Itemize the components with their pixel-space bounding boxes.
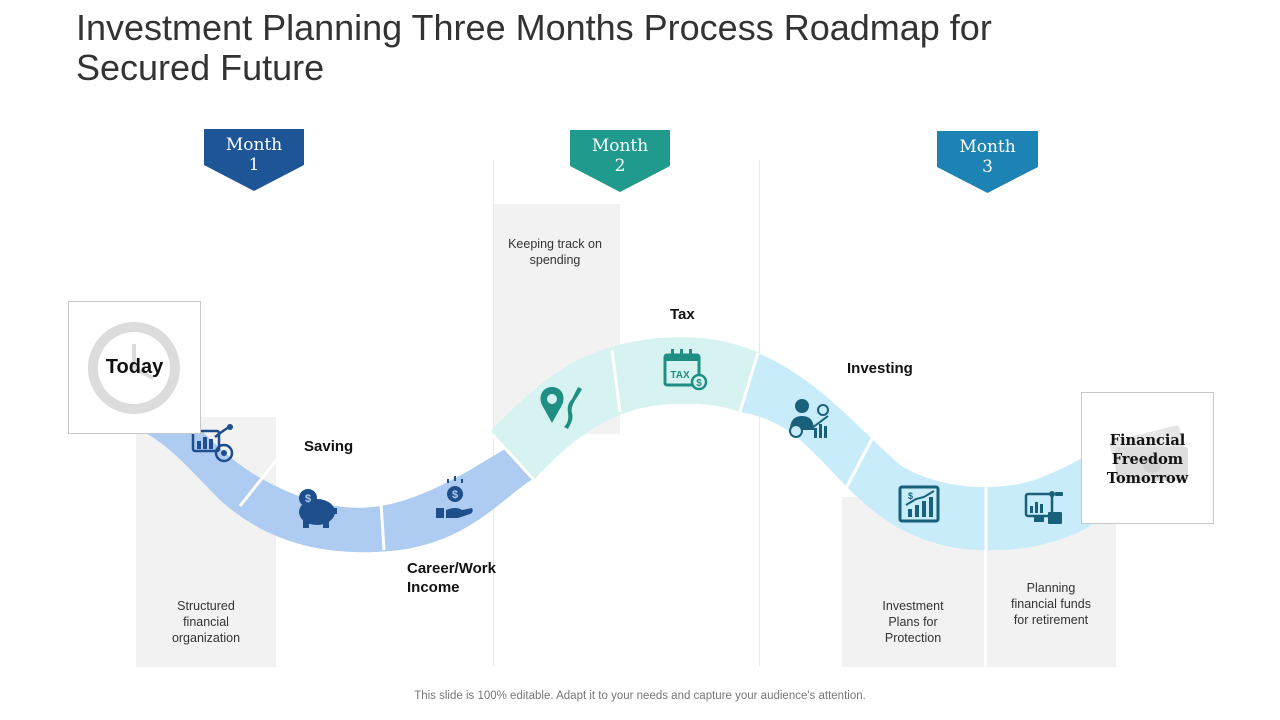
investor-icon (789, 399, 829, 438)
step-label-career-income: Career/Work Income (407, 560, 496, 596)
note-planning-funds: Planning financial funds for retirement (1011, 581, 1091, 627)
wave-segment-month-1 (140, 380, 534, 553)
money-stack-icon (1109, 425, 1188, 481)
month-label: Month (591, 136, 649, 156)
wave-separator (840, 436, 875, 497)
wave-segment-month-3 (740, 353, 1100, 551)
wave-separator (610, 349, 622, 413)
svg-text:TAX: TAX (670, 370, 690, 381)
growth-chart-icon: $ (898, 485, 940, 523)
month-number: 1 (248, 155, 260, 175)
wave-segment-month-2 (490, 337, 760, 480)
step-label-tax: Tax (670, 306, 695, 323)
analytics-icon (191, 424, 234, 463)
step-label-saving: Saving (304, 438, 354, 455)
column-divider (493, 160, 494, 666)
wave-separator (378, 486, 386, 551)
step-label-investing: Investing (847, 360, 913, 377)
wave-separators (238, 349, 988, 551)
note-investment-plans: Investment Plans for Protection (882, 599, 944, 645)
location-road-icon (540, 387, 582, 429)
piggy-bank-icon: $ (299, 489, 337, 528)
wave-bands (140, 337, 1100, 553)
month-number: 2 (614, 156, 626, 176)
financial-freedom-box: Financial Freedom Tomorrow (1081, 392, 1214, 524)
today-box: Today (68, 301, 201, 434)
note-keeping-track: Keeping track on spending (508, 237, 602, 267)
today-label: Today (105, 356, 164, 378)
wave-separator (488, 430, 536, 482)
month-label: Month (225, 135, 283, 155)
wave-separator (738, 352, 760, 413)
page-title: Investment Planning Three Months Process… (76, 7, 992, 88)
month-label: Month (959, 137, 1016, 157)
note-structured: Structured financial organization (171, 599, 241, 645)
footer-note: This slide is 100% editable. Adapt it to… (414, 690, 866, 702)
month-number: 3 (982, 157, 993, 177)
money-hand-icon: $ (436, 476, 473, 518)
svg-text:$: $ (305, 493, 311, 505)
svg-text:$: $ (452, 489, 458, 501)
tax-calendar-icon: TAX $ (663, 349, 708, 391)
clock-icon (88, 322, 180, 414)
svg-text:$: $ (696, 378, 702, 389)
financial-freedom-label: Financial Freedom Tomorrow (1106, 432, 1189, 487)
wave-separator (238, 457, 280, 507)
svg-text:$: $ (908, 491, 913, 501)
computer-finance-icon (1024, 491, 1063, 524)
month-2-badge: Month 2 (570, 130, 670, 192)
